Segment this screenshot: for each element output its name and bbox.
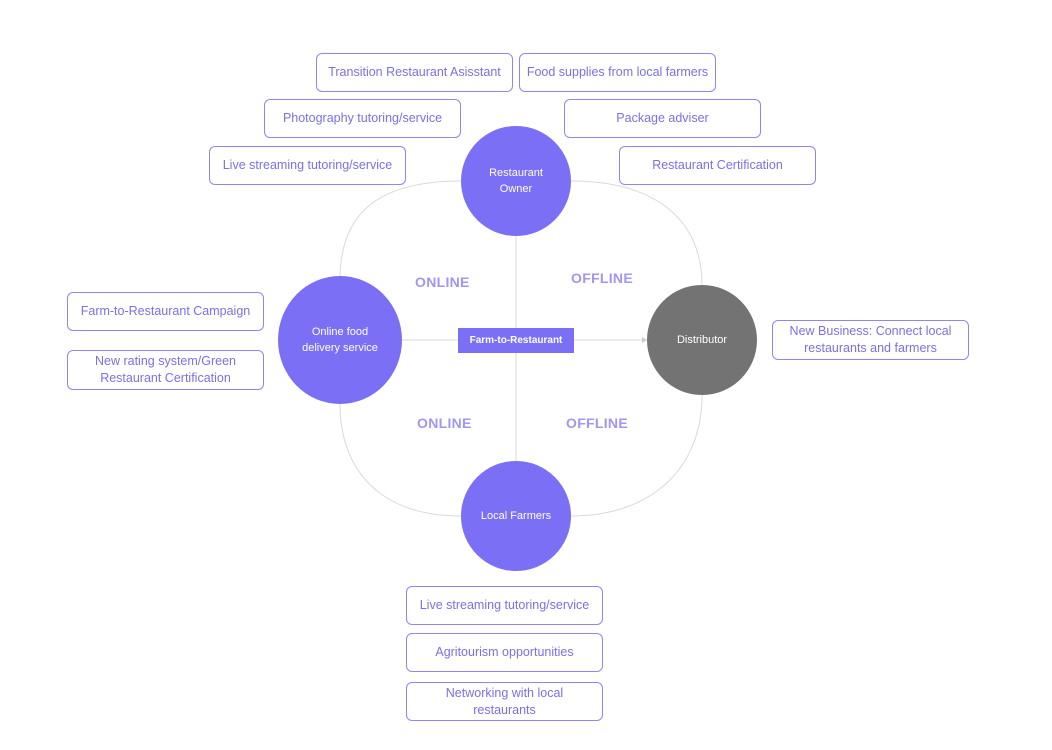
node-local-farmers[interactable]: Local Farmers (461, 461, 571, 571)
arc-delivery-to-farmers (339, 403, 462, 517)
quadrant-label-online: ONLINE (415, 274, 470, 290)
quadrant-label-offline: OFFLINE (566, 415, 628, 431)
node-distributor[interactable]: Distributor (647, 285, 757, 395)
arrow-head (642, 337, 647, 343)
farmer-item[interactable]: Agritourism opportunities (406, 633, 603, 672)
node-label: Restaurant Owner (489, 167, 543, 195)
node-label: Local Farmers (480, 510, 552, 522)
delivery-item[interactable]: Farm-to-Restaurant Campaign (67, 292, 264, 331)
restaurant-owner-item[interactable]: Photography tutoring/service (264, 99, 461, 138)
farmer-item[interactable]: Live streaming tutoring/service (406, 586, 603, 625)
restaurant-owner-item[interactable]: Food supplies from local farmers (519, 53, 716, 92)
restaurant-owner-item[interactable]: Restaurant Certification (619, 146, 816, 185)
arc-owner-to-distributor (570, 180, 703, 287)
restaurant-owner-item[interactable]: Package adviser (564, 99, 761, 138)
delivery-item[interactable]: New rating system/Green Restaurant Certi… (67, 350, 264, 390)
node-online-food-delivery[interactable]: Online food delivery service (278, 276, 402, 404)
farmer-item[interactable]: Networking with local restaurants (406, 682, 603, 721)
quadrant-label-online: ONLINE (417, 415, 472, 431)
node-label: Distributor (676, 334, 728, 346)
arc-distributor-to-farmers (570, 394, 703, 517)
center-label[interactable]: Farm-to-Restaurant (458, 328, 574, 353)
restaurant-owner-item[interactable]: Transition Restaurant Asisstant (316, 53, 513, 92)
distributor-item[interactable]: New Business: Connect local restaurants … (772, 320, 969, 360)
restaurant-owner-item[interactable]: Live streaming tutoring/service (209, 146, 406, 185)
arc-owner-to-delivery (339, 180, 462, 281)
node-label: Online food delivery service (302, 326, 378, 354)
quadrant-label-offline: OFFLINE (571, 270, 633, 286)
node-restaurant-owner[interactable]: Restaurant Owner (461, 126, 571, 236)
